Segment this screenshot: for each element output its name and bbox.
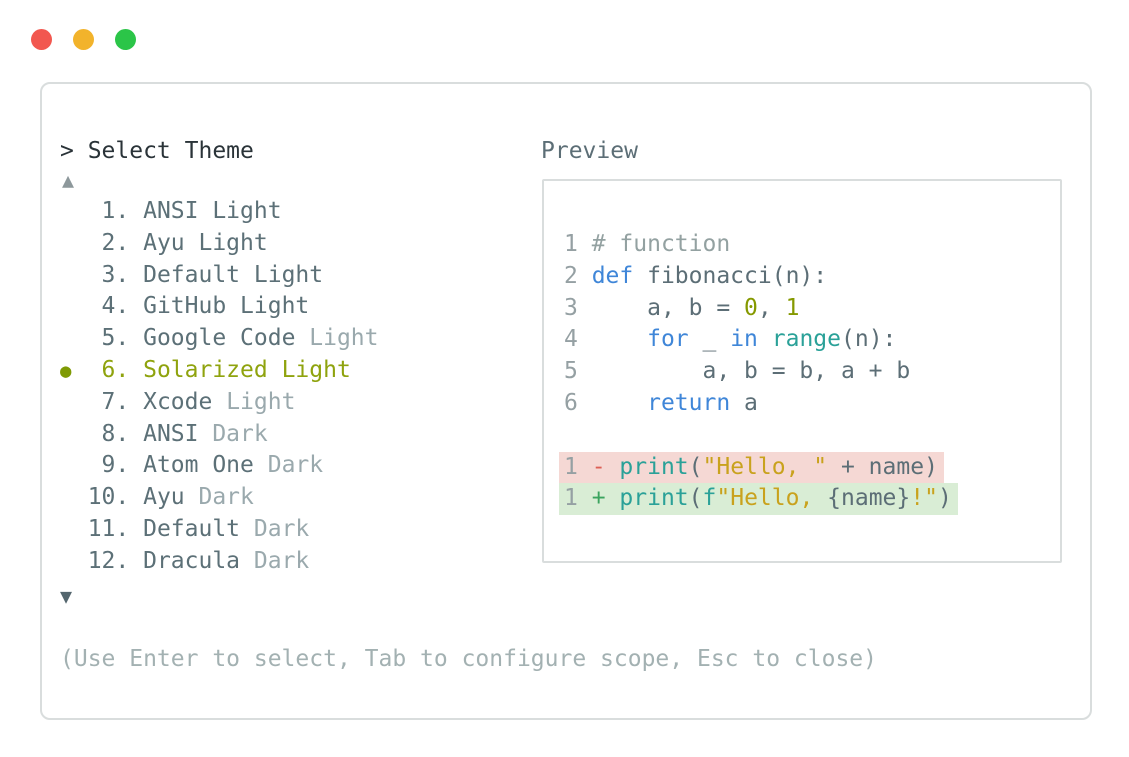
code-line: 6 return a	[564, 389, 758, 416]
theme-number: 6.	[73, 356, 144, 383]
theme-suffix: Dark	[253, 452, 324, 479]
theme-name: Atom One	[143, 452, 254, 479]
theme-suffix: Dark	[240, 547, 310, 574]
theme-name: Default Light	[143, 261, 324, 288]
theme-option-dracula[interactable]: 12. Dracula Dark	[60, 546, 379, 578]
theme-name: Xcode	[143, 388, 213, 415]
theme-option-github-light[interactable]: 4. GitHub Light	[60, 291, 379, 323]
theme-name: ANSI Light	[143, 198, 282, 224]
code-line: 2 def fibonacci(n):	[564, 262, 828, 289]
bullet-placeholder	[60, 451, 74, 483]
theme-option-default[interactable]: 11. Default Dark	[60, 514, 379, 546]
bullet-placeholder	[60, 197, 74, 229]
theme-option-ansi[interactable]: 8. ANSI Dark	[60, 419, 379, 451]
theme-number: 3.	[73, 261, 144, 288]
select-theme-prompt: > Select Theme	[60, 138, 254, 164]
minimize-button[interactable]	[73, 29, 94, 50]
theme-name: Ayu Light	[143, 229, 268, 256]
scroll-up-icon[interactable]: ▲	[62, 168, 75, 192]
bullet-placeholder	[60, 324, 74, 356]
theme-option-default-light[interactable]: 3. Default Light	[60, 260, 379, 292]
selected-bullet-icon: ●	[60, 359, 72, 382]
theme-name: Google Code	[143, 325, 296, 352]
theme-list: 1. ANSI Light 2. Ayu Light 3. Default Li…	[60, 196, 379, 578]
scroll-down-icon[interactable]: ▼	[60, 584, 73, 608]
code-line: 1 # function	[564, 231, 731, 257]
theme-name: GitHub Light	[143, 293, 310, 320]
theme-number: 4.	[73, 293, 144, 320]
code-line: 5 a, b = b, a + b	[564, 358, 911, 385]
close-button[interactable]	[31, 29, 52, 50]
theme-option-ayu[interactable]: 10. Ayu Dark	[60, 482, 379, 514]
theme-name: Solarized Light	[143, 356, 351, 383]
bullet-placeholder	[60, 388, 74, 420]
theme-option-ansi-light[interactable]: 1. ANSI Light	[60, 196, 379, 228]
bullet-placeholder	[60, 547, 74, 579]
theme-name: Ayu	[143, 484, 185, 511]
diff-highlight: 1 - print("Hello, " + name)	[559, 451, 944, 484]
preview-title: Preview	[541, 138, 638, 164]
theme-option-solarized-light[interactable]: ● 6. Solarized Light	[60, 355, 379, 387]
theme-option-atom-one[interactable]: 9. Atom One Dark	[60, 450, 379, 482]
theme-number: 11.	[73, 515, 144, 542]
bullet-placeholder	[60, 483, 74, 515]
bullet-placeholder	[60, 229, 74, 261]
theme-name: Dracula	[143, 547, 241, 574]
theme-number: 1.	[73, 198, 144, 224]
diff-line-removed: 1 - print("Hello, " + name)	[559, 451, 958, 484]
bullet-placeholder	[60, 292, 74, 324]
bullet-placeholder	[60, 515, 74, 547]
theme-name: ANSI	[143, 420, 199, 447]
bullet-placeholder	[60, 261, 74, 293]
theme-suffix: Dark	[184, 484, 254, 511]
code-line	[564, 420, 958, 452]
theme-suffix: Dark	[240, 515, 310, 542]
help-text: (Use Enter to select, Tab to configure s…	[60, 646, 877, 672]
theme-picker-panel: > Select Theme Preview ▲ 1. ANSI Light 2…	[40, 82, 1092, 720]
theme-option-xcode[interactable]: 7. Xcode Light	[60, 387, 379, 419]
theme-number: 7.	[73, 388, 144, 415]
preview-pane: 1 # function 2 def fibonacci(n): 3 a, b = …	[542, 179, 1062, 563]
theme-number: 2.	[73, 229, 144, 256]
theme-number: 8.	[73, 420, 144, 447]
theme-name: Default	[143, 515, 241, 542]
code-preview: 1 # function 2 def fibonacci(n): 3 a, b = …	[559, 229, 958, 516]
theme-number: 9.	[73, 452, 144, 479]
code-line: 4 for _ in range(n):	[564, 326, 897, 353]
diff-line-added: 1 + print(f"Hello, {name}!")	[559, 483, 958, 516]
theme-suffix: Light	[295, 325, 379, 352]
zoom-button[interactable]	[115, 29, 136, 50]
theme-option-ayu-light[interactable]: 2. Ayu Light	[60, 228, 379, 260]
code-line: 3 a, b = 0, 1	[564, 294, 800, 321]
theme-number: 5.	[73, 325, 144, 352]
theme-suffix: Light	[212, 388, 296, 415]
theme-number: 10.	[73, 484, 144, 511]
diff-highlight: 1 + print(f"Hello, {name}!")	[559, 483, 958, 516]
theme-number: 12.	[73, 547, 144, 574]
theme-option-google-code[interactable]: 5. Google Code Light	[60, 323, 379, 355]
theme-suffix: Dark	[198, 420, 268, 447]
bullet-placeholder	[60, 420, 74, 452]
